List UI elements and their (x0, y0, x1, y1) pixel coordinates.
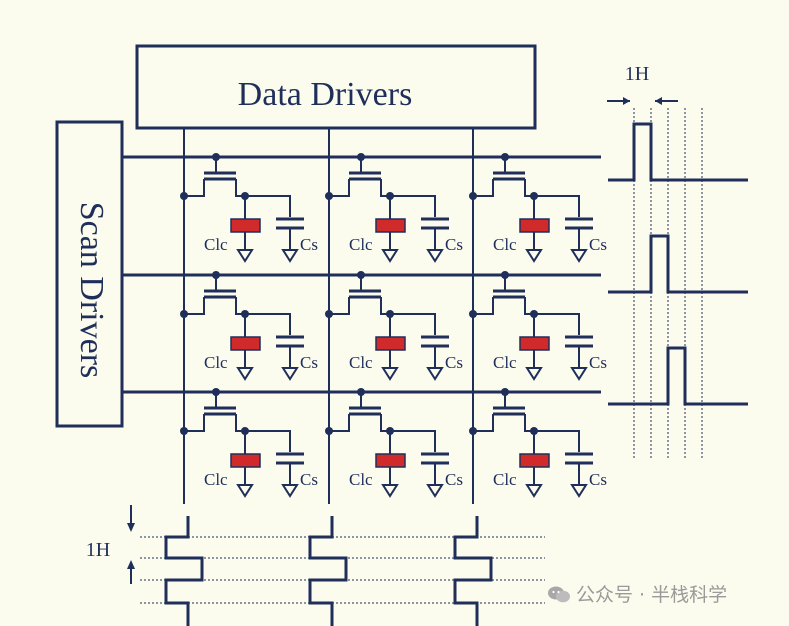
cs-label: Cs (445, 353, 463, 372)
ground-icon (570, 367, 588, 381)
clc-label: Clc (493, 470, 517, 489)
cs-label: Cs (589, 235, 607, 254)
tft-source (329, 179, 350, 197)
cs-label: Cs (445, 470, 463, 489)
scan-pulse-2 (608, 234, 748, 294)
tft-source (473, 297, 494, 315)
clc-label: Clc (204, 353, 228, 372)
source-node (469, 427, 477, 435)
ground-icon (236, 249, 254, 263)
source-node (469, 310, 477, 318)
ground-icon (426, 484, 444, 498)
arrow-head (655, 97, 662, 105)
cap-lead (534, 430, 580, 452)
liquid-crystal-capacitor (230, 453, 261, 468)
data-waveform-2 (308, 516, 348, 626)
arrow-head (127, 560, 135, 569)
ground-icon (570, 249, 588, 263)
data-drivers-box (135, 44, 537, 130)
scan-pulse-1 (608, 122, 748, 182)
source-node (325, 427, 333, 435)
clc-label: Clc (349, 470, 373, 489)
clc-label: Clc (204, 470, 228, 489)
source-node (180, 427, 188, 435)
ground-icon (381, 484, 399, 498)
source-node (180, 310, 188, 318)
arrow-head (127, 523, 135, 532)
cap-lead (390, 313, 436, 335)
ground-icon (281, 249, 299, 263)
ground-icon (525, 484, 543, 498)
tft-source (184, 297, 205, 315)
cs-label: Cs (300, 353, 318, 372)
cs-label: Cs (300, 470, 318, 489)
ground-icon (525, 249, 543, 263)
source-node (325, 192, 333, 200)
tft-source (473, 179, 494, 197)
liquid-crystal-capacitor (519, 218, 550, 233)
clc-label: Clc (204, 235, 228, 254)
arrow-head (623, 97, 630, 105)
liquid-crystal-capacitor (375, 453, 406, 468)
liquid-crystal-capacitor (230, 336, 261, 351)
source-node (180, 192, 188, 200)
timing-label-top: 1H (625, 63, 649, 85)
cap-lead (245, 195, 291, 217)
wechat-icon (548, 586, 570, 603)
ground-icon (281, 484, 299, 498)
ground-icon (281, 367, 299, 381)
cs-label: Cs (445, 235, 463, 254)
scan-drivers-label: Scan Drivers (73, 202, 110, 379)
data-waveform-1 (164, 516, 204, 626)
ground-icon (236, 484, 254, 498)
timing-label-left: 1H (86, 539, 110, 561)
clc-label: Clc (349, 235, 373, 254)
liquid-crystal-capacitor (375, 218, 406, 233)
tft-source (329, 297, 350, 315)
ground-icon (570, 484, 588, 498)
cap-lead (390, 195, 436, 217)
liquid-crystal-capacitor (230, 218, 261, 233)
source-node (325, 310, 333, 318)
cs-label: Cs (589, 470, 607, 489)
ground-icon (381, 367, 399, 381)
data-drivers-label: Data Drivers (238, 76, 413, 113)
cap-lead (390, 430, 436, 452)
data-waveform-3 (453, 516, 493, 626)
cap-lead (534, 195, 580, 217)
cap-lead (245, 430, 291, 452)
ground-icon (426, 249, 444, 263)
tft-source (473, 414, 494, 432)
source-node (469, 192, 477, 200)
tft-source (184, 414, 205, 432)
tft-source (329, 414, 350, 432)
cs-label: Cs (589, 353, 607, 372)
ground-icon (426, 367, 444, 381)
watermark: 公众号 · 半栈科学 (548, 580, 727, 607)
liquid-crystal-capacitor (519, 453, 550, 468)
clc-label: Clc (493, 353, 517, 372)
cap-lead (245, 313, 291, 335)
ground-icon (236, 367, 254, 381)
liquid-crystal-capacitor (375, 336, 406, 351)
clc-label: Clc (349, 353, 373, 372)
watermark-text: 公众号 · 半栈科学 (576, 584, 728, 606)
scan-pulse-3 (608, 346, 748, 406)
liquid-crystal-capacitor (519, 336, 550, 351)
ground-icon (525, 367, 543, 381)
tft-source (184, 179, 205, 197)
cs-label: Cs (300, 235, 318, 254)
cap-lead (534, 313, 580, 335)
ground-icon (381, 249, 399, 263)
clc-label: Clc (493, 235, 517, 254)
